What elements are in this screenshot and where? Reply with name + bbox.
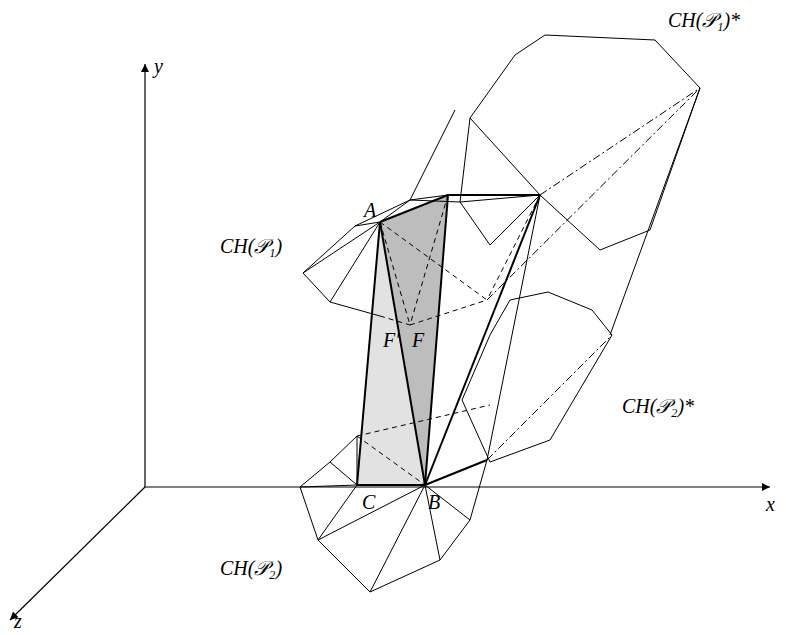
face-label: F [412,330,424,350]
vertex-label: C [362,492,375,512]
vertex-label: A [364,200,376,220]
hull-label: CH(𝒫₁) [220,236,282,256]
hull-label: CH(𝒫₂) [220,558,282,578]
hull-label: CH(𝒫₁)* [668,10,740,30]
axis-label: x [766,494,775,514]
face-label: F′ [383,330,400,350]
axis-label: y [154,56,163,76]
vertex-label: B [428,492,440,512]
hull-label: CH(𝒫₂)* [622,396,694,416]
axis-label: z [14,611,22,631]
